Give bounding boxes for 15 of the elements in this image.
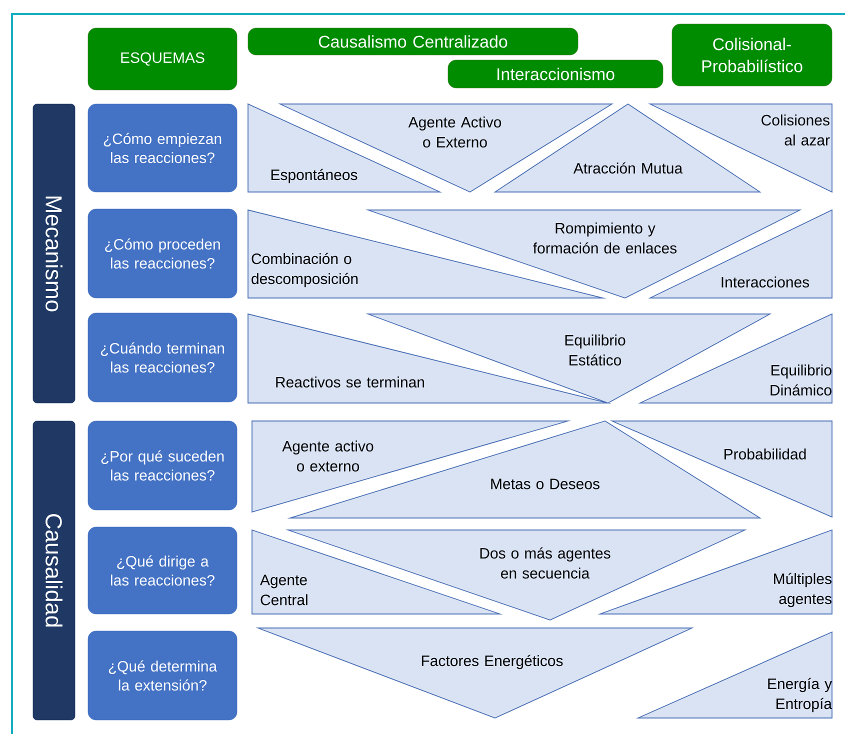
node-label: Colisiones al azar [762, 114, 830, 146]
scheme-box: ESQUEMAS [88, 28, 238, 90]
question-box: ¿Cómo proceden las reacciones? [88, 208, 238, 298]
scheme-box: Interaccionismo [448, 60, 664, 88]
question-box: ¿Por qué suceden las reacciones? [88, 420, 238, 510]
scheme-box: Colisional-Probabilístico [672, 24, 832, 86]
question-box: ¿Cómo empiezan las reacciones? [88, 104, 238, 192]
category-band: Mecanismo [32, 104, 76, 404]
node-label: Equilibrio Dinámico [770, 364, 832, 396]
node-label: Múltiples agentes [774, 572, 832, 608]
question-box: ¿Qué dirige a las reacciones? [88, 526, 238, 614]
question-box: ¿Cuándo terminan las reacciones? [88, 312, 238, 402]
category-band: Causalidad [32, 420, 76, 720]
question-box: ¿Qué determina la extensión? [88, 630, 238, 720]
scheme-box: Causalismo Centralizado [248, 28, 578, 56]
